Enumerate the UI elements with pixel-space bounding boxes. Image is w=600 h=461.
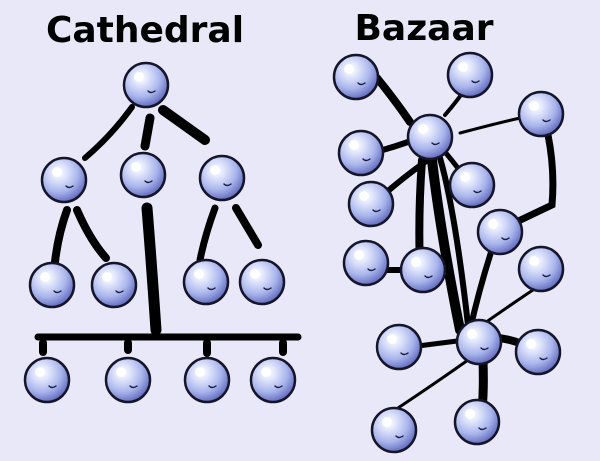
cathedral-link (232, 204, 262, 249)
cathedral-link (82, 104, 135, 161)
bazaar-title: Bazaar (354, 8, 493, 49)
bazaar-node-icon (446, 51, 494, 99)
cathedral-node-icon (122, 61, 170, 109)
bazaar-node-icon (476, 208, 524, 256)
cathedral-node-icon (119, 151, 167, 199)
cathedral-node-icon (238, 258, 286, 306)
bazaar-node-icon (342, 239, 390, 287)
bazaar-node-icon (347, 180, 395, 228)
cathedral-node-icon (40, 156, 88, 204)
bazaar-node-icon (517, 245, 565, 293)
bazaar-link (373, 74, 414, 126)
bazaar-node-icon (375, 323, 423, 371)
bazaar-node-icon (406, 113, 454, 161)
cathedral-link (140, 113, 155, 151)
cathedral-hierarchy-links (34, 104, 302, 357)
bazaar-node-icon (517, 90, 565, 138)
cathedral-link (196, 204, 219, 264)
cathedral-node-icon (28, 261, 76, 309)
bazaar-node-icon (332, 53, 380, 101)
cathedral-title: Cathedral (46, 10, 244, 51)
cathedral-node-icon (249, 356, 297, 404)
cathedral-link (73, 206, 110, 262)
bazaar-node-icon (337, 129, 385, 177)
cathedral-link (51, 206, 71, 266)
bazaar-link (437, 155, 471, 328)
bazaar-node-icon (399, 246, 447, 294)
bazaar-node-icon (514, 328, 562, 376)
bazaar-link (458, 116, 522, 135)
bazaar-link (506, 131, 557, 229)
cathedral-nodes (23, 61, 297, 404)
cathedral-link (158, 105, 210, 145)
cathedral-link (141, 202, 162, 336)
bazaar-link (427, 155, 465, 335)
bazaar-link (393, 358, 470, 412)
cathedral-node-icon (183, 356, 231, 404)
bazaar-node-icon (455, 318, 503, 366)
bazaar-node-icon (370, 406, 418, 454)
bazaar-nodes (332, 51, 565, 454)
cathedral-node-icon (104, 356, 152, 404)
cathedral-node-icon (23, 356, 71, 404)
cathedral-node-icon (182, 258, 230, 306)
cathedral-node-icon (90, 261, 138, 309)
bazaar-node-icon (453, 398, 501, 446)
cathedral-node-icon (198, 154, 246, 202)
bazaar-node-icon (448, 161, 496, 209)
